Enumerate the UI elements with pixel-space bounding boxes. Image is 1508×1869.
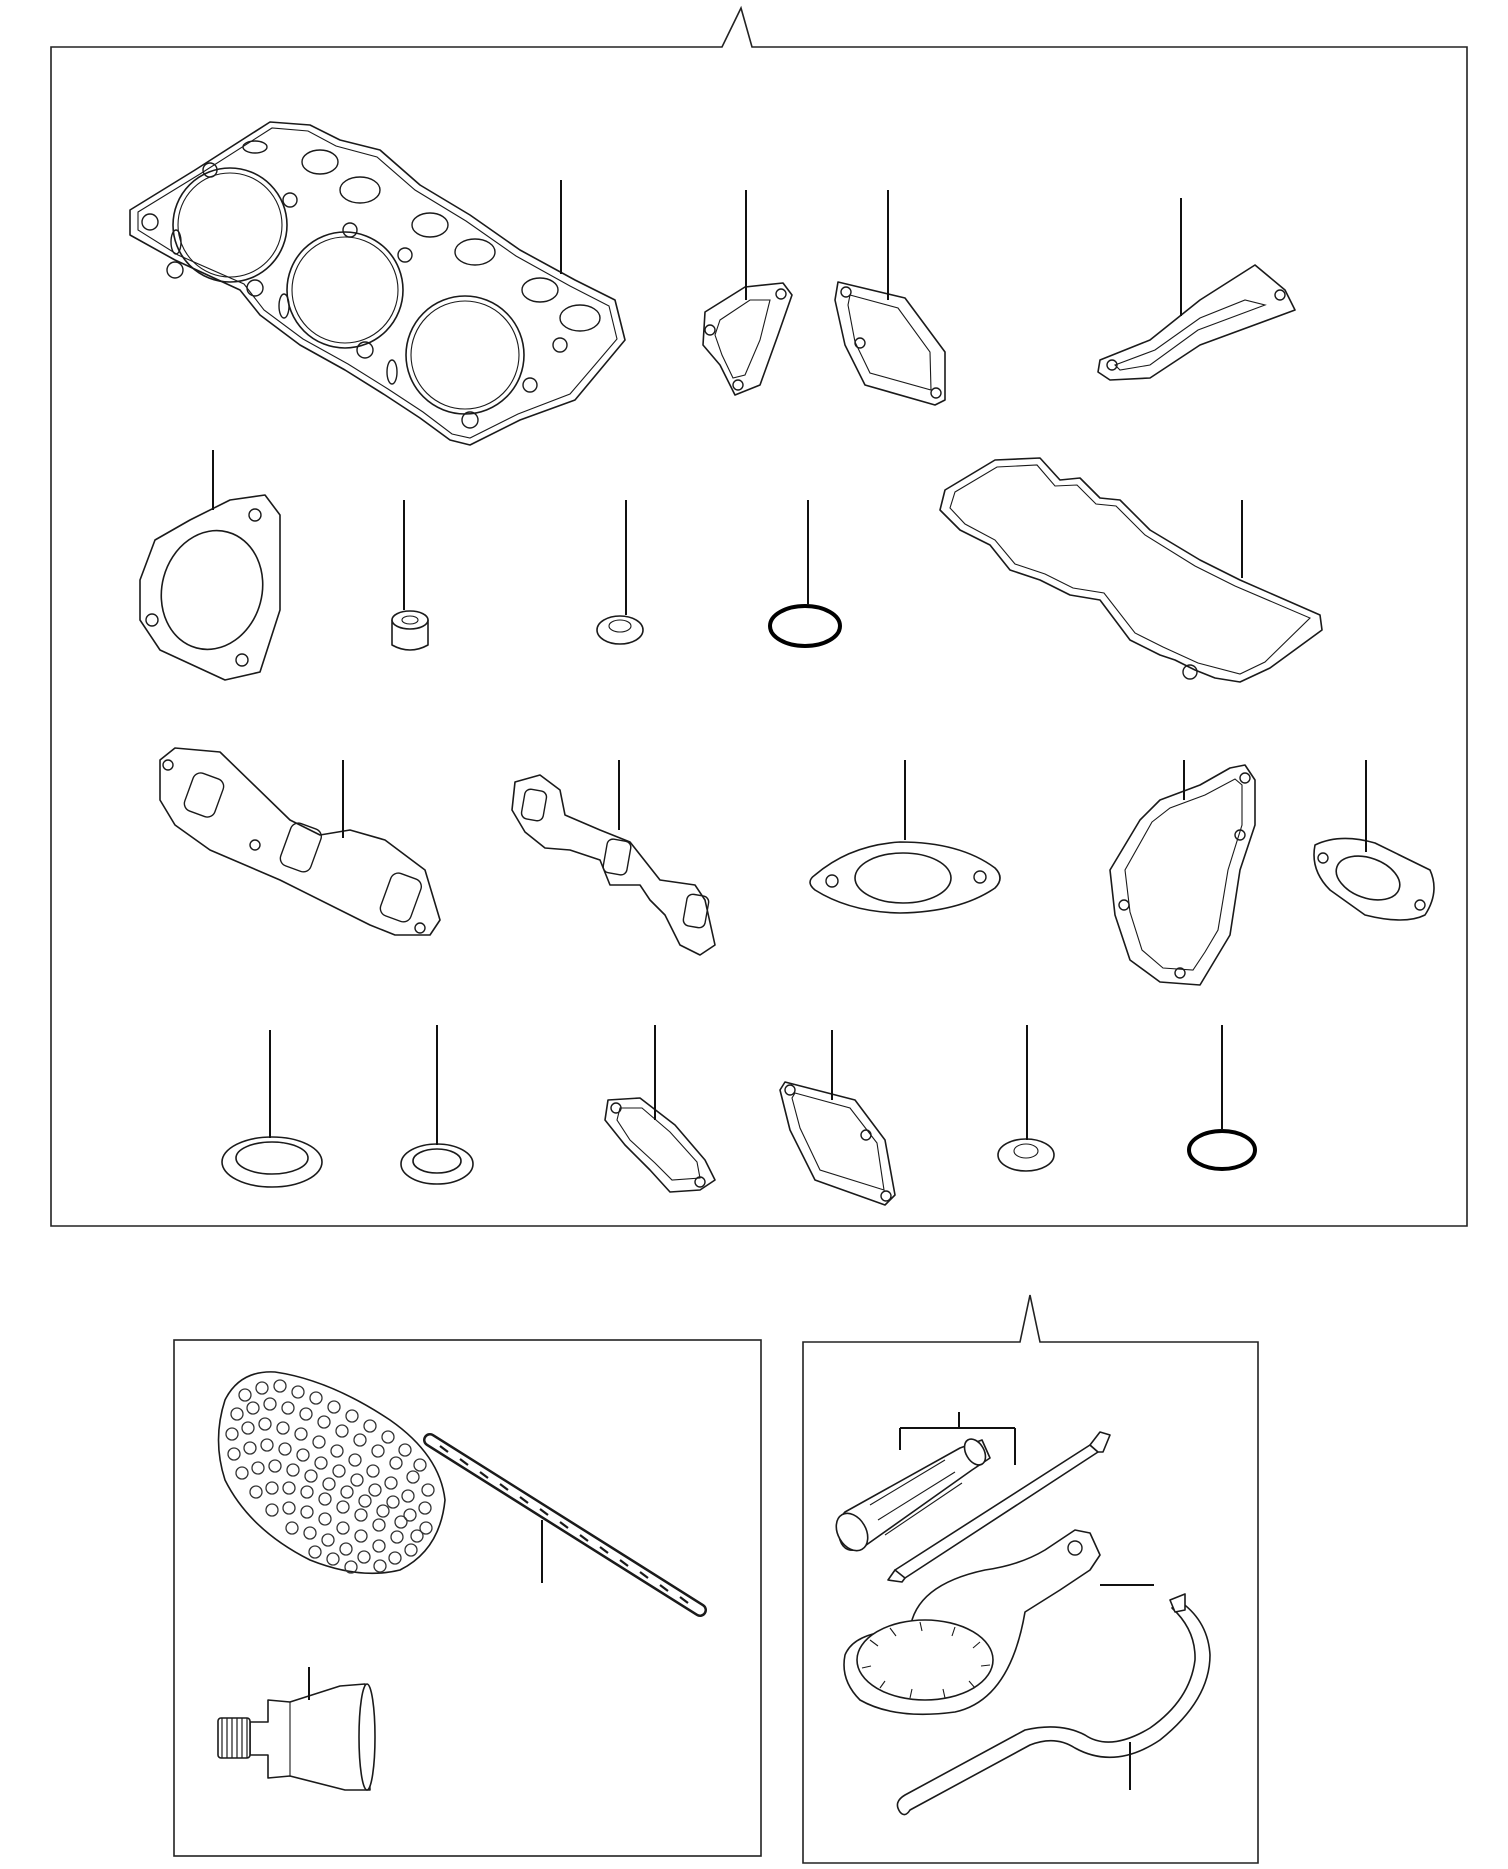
cylinder-head-gasket — [129, 121, 626, 446]
o-ring — [768, 604, 842, 648]
screwdriver — [835, 1438, 991, 1552]
rocker-cover-gasket — [939, 457, 1323, 683]
sealing-washer — [596, 615, 644, 645]
cleaning-brush — [217, 1371, 707, 1617]
tool-kit-frame — [802, 1294, 1259, 1864]
flange-gasket — [139, 494, 281, 681]
cover-gasket — [834, 281, 946, 406]
large-sealing-ring — [221, 1136, 323, 1188]
thermostat-gasket — [702, 282, 793, 396]
small-sealing-washer — [997, 1138, 1055, 1172]
leader-bracket — [899, 1412, 1016, 1465]
intake-manifold-gasket — [159, 747, 441, 936]
water-pump-gasket — [1109, 764, 1256, 986]
oval-flange-gasket — [809, 841, 1001, 914]
cleaning-kit-panel — [173, 1339, 762, 1857]
brush-bristles — [225, 1379, 435, 1574]
valve-stem-seal — [391, 610, 429, 651]
ring-spanner — [843, 1529, 1101, 1716]
small-flange-gasket — [604, 1097, 716, 1193]
outlet-gasket — [1313, 837, 1435, 921]
side-cover-gasket — [1097, 264, 1296, 381]
exhaust-manifold-gasket — [511, 774, 716, 956]
medium-sealing-ring — [400, 1143, 474, 1185]
screwdriver-bit — [887, 1431, 1111, 1583]
small-o-ring — [1187, 1129, 1257, 1171]
sealant-tube — [217, 1683, 376, 1791]
cleaning-kit-frame — [173, 1339, 762, 1857]
gasket-kit-panel — [50, 5, 1468, 1227]
tool-kit-panel — [802, 1294, 1259, 1864]
gasket-kit-frame — [50, 5, 1468, 1227]
plate-gasket — [779, 1081, 896, 1206]
